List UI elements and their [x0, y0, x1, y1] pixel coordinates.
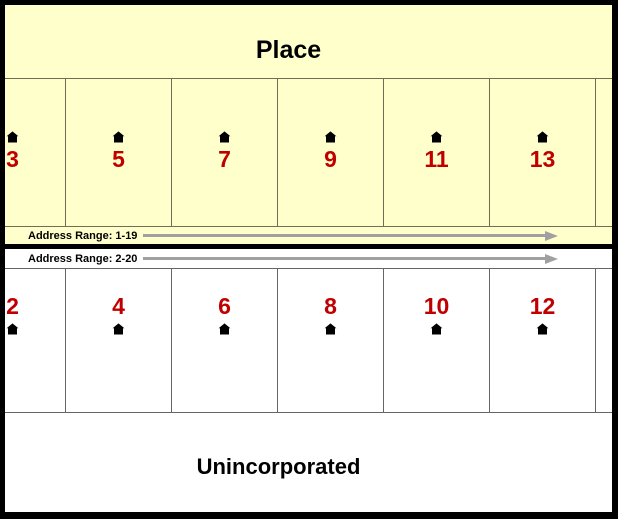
parcel: 12 [490, 269, 596, 412]
place-region: Place [5, 5, 612, 78]
parcel: 6 [172, 269, 278, 412]
even-parcels-row: 2 4 6 8 10 12 [5, 269, 612, 413]
house-icon [218, 131, 231, 143]
house-icon [324, 131, 337, 143]
parcel: 7 [172, 79, 278, 226]
odd-parcels-row: 3 5 7 9 11 13 [5, 78, 612, 227]
house-icon [430, 323, 443, 335]
address-range-label-odd: Address Range: 1-19 [28, 229, 138, 242]
place-label: Place [255, 36, 322, 64]
parcel: 5 [66, 79, 172, 226]
right-arrow [143, 253, 558, 264]
parcel: 9 [278, 79, 384, 226]
house-number: 8 [324, 293, 337, 319]
arrow-head-icon [545, 230, 558, 241]
address-range-band-odd: Address Range: 1-19 [5, 227, 612, 244]
address-range-band-even: Address Range: 2-20 [5, 249, 612, 269]
parcel-partial [596, 269, 612, 412]
house-icon [112, 323, 125, 335]
street-centerline [5, 244, 612, 249]
unincorporated-region: Unincorporated [5, 413, 612, 512]
house-icon [6, 131, 19, 143]
arrow-shaft [143, 234, 545, 237]
house-number: 9 [324, 146, 337, 172]
house-number: 11 [424, 146, 449, 172]
address-range-label-even: Address Range: 2-20 [28, 252, 138, 265]
house-number: 7 [218, 146, 231, 172]
parcel: 10 [384, 269, 490, 412]
house-icon [324, 323, 337, 335]
house-number: 2 [6, 293, 19, 319]
parcel: 13 [490, 79, 596, 226]
unincorporated-label: Unincorporated [196, 453, 361, 479]
arrow-shaft [143, 257, 545, 260]
house-icon [430, 131, 443, 143]
arrow-head-icon [545, 253, 558, 264]
house-number: 4 [112, 293, 125, 319]
house-number: 12 [529, 293, 556, 319]
house-number: 10 [423, 293, 450, 319]
house-number: 6 [218, 293, 231, 319]
house-icon [112, 131, 125, 143]
house-icon [218, 323, 231, 335]
right-arrow [143, 230, 558, 241]
house-number: 5 [112, 146, 125, 172]
parcel: 4 [66, 269, 172, 412]
parcel: 3 [5, 79, 66, 226]
parcel: 2 [5, 269, 66, 412]
parcel-partial [596, 79, 612, 226]
parcel: 11 [384, 79, 490, 226]
parcel: 8 [278, 269, 384, 412]
house-number: 13 [529, 146, 556, 172]
house-icon [6, 323, 19, 335]
house-icon [536, 131, 549, 143]
house-icon [536, 323, 549, 335]
house-number: 3 [6, 146, 19, 172]
